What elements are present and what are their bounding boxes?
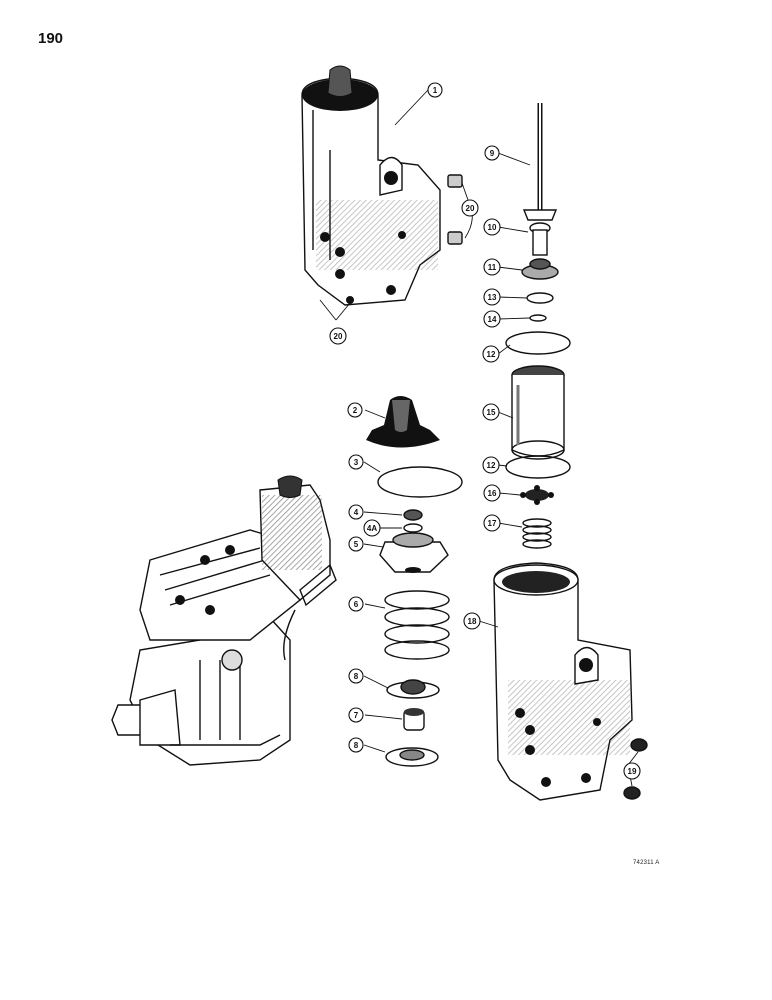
callout-19: 19	[623, 762, 641, 780]
part-3-snap-ring	[377, 466, 463, 498]
air-compressor-assembly	[111, 475, 337, 766]
callout-number: 2	[353, 406, 358, 415]
part-18-lower-valve-body	[493, 562, 633, 801]
callout-number: 7	[354, 711, 359, 720]
callout-number: 10	[488, 223, 497, 232]
callout-8: 8	[348, 668, 364, 684]
callout-8: 8	[348, 737, 364, 753]
part-13-washer	[526, 292, 554, 304]
callout-number: 20	[466, 204, 475, 213]
part-7-bushing	[403, 708, 425, 731]
callout-number: 12	[487, 461, 496, 470]
part-4-nut	[403, 509, 423, 521]
part-1-upper-valve-body	[301, 65, 441, 306]
callout-12: 12	[482, 456, 500, 474]
callout-number: 1	[433, 86, 438, 95]
callout-6: 6	[348, 596, 364, 612]
callout-2: 2	[347, 402, 363, 418]
callout-number: 8	[354, 672, 359, 681]
callout-4: 4	[348, 504, 364, 520]
part-4a-washer	[403, 523, 423, 533]
callout-number: 13	[488, 293, 497, 302]
callout-number: 17	[488, 519, 497, 528]
callout-number: 9	[490, 149, 495, 158]
page-number: 190	[38, 30, 64, 47]
part-17-small-spring	[522, 518, 552, 549]
part-14-ring	[529, 314, 547, 322]
callout-13: 13	[483, 288, 501, 306]
callout-number: 14	[488, 315, 497, 324]
callout-9: 9	[484, 145, 500, 161]
callout-11: 11	[483, 258, 501, 276]
part-12-seal-ring-lower	[505, 455, 571, 479]
callout-20: 20	[329, 327, 347, 345]
part-19-plugs	[623, 738, 648, 800]
part-6-spring	[384, 590, 450, 660]
callout-5: 5	[348, 536, 364, 552]
part-11-seal	[521, 258, 559, 280]
callout-number: 6	[354, 600, 359, 609]
part-15-cylinder-liner	[511, 365, 565, 460]
callout-number: 12	[487, 350, 496, 359]
callout-14: 14	[483, 310, 501, 328]
callout-number: 3	[354, 458, 359, 467]
part-20-plugs-upper	[447, 174, 463, 245]
callout-18: 18	[463, 612, 481, 630]
callout-number: 16	[488, 489, 497, 498]
part-2-diaphragm	[366, 396, 440, 448]
part-5-piston	[379, 532, 449, 573]
callout-15: 15	[482, 403, 500, 421]
callout-17: 17	[483, 514, 501, 532]
leader-lines	[319, 89, 639, 787]
callout-10: 10	[483, 218, 501, 236]
part-8-seat-lower	[385, 747, 439, 767]
callout-20: 20	[461, 199, 479, 217]
part-12-seal-ring-upper	[505, 331, 571, 355]
callout-number: 15	[487, 408, 496, 417]
callout-number: 18	[468, 617, 477, 626]
callout-1: 1	[427, 82, 443, 98]
callout-number: 5	[354, 540, 359, 549]
callout-16: 16	[483, 484, 501, 502]
callout-number: 19	[628, 767, 637, 776]
callout-number: 8	[354, 741, 359, 750]
part-10-cap	[529, 222, 551, 256]
part-8-seat-upper	[386, 679, 440, 699]
callout-7: 7	[348, 707, 364, 723]
drawing-reference-code: 742311 A	[633, 860, 660, 866]
callout-number: 11	[488, 263, 497, 272]
callout-number: 4	[354, 508, 359, 517]
callout-4a: 4A	[363, 519, 381, 537]
callout-12: 12	[482, 345, 500, 363]
part-16-retainer	[520, 485, 554, 505]
part-9-stem	[522, 103, 558, 221]
callout-3: 3	[348, 454, 364, 470]
callout-number: 20	[334, 332, 343, 341]
callout-number: 4A	[367, 524, 377, 533]
